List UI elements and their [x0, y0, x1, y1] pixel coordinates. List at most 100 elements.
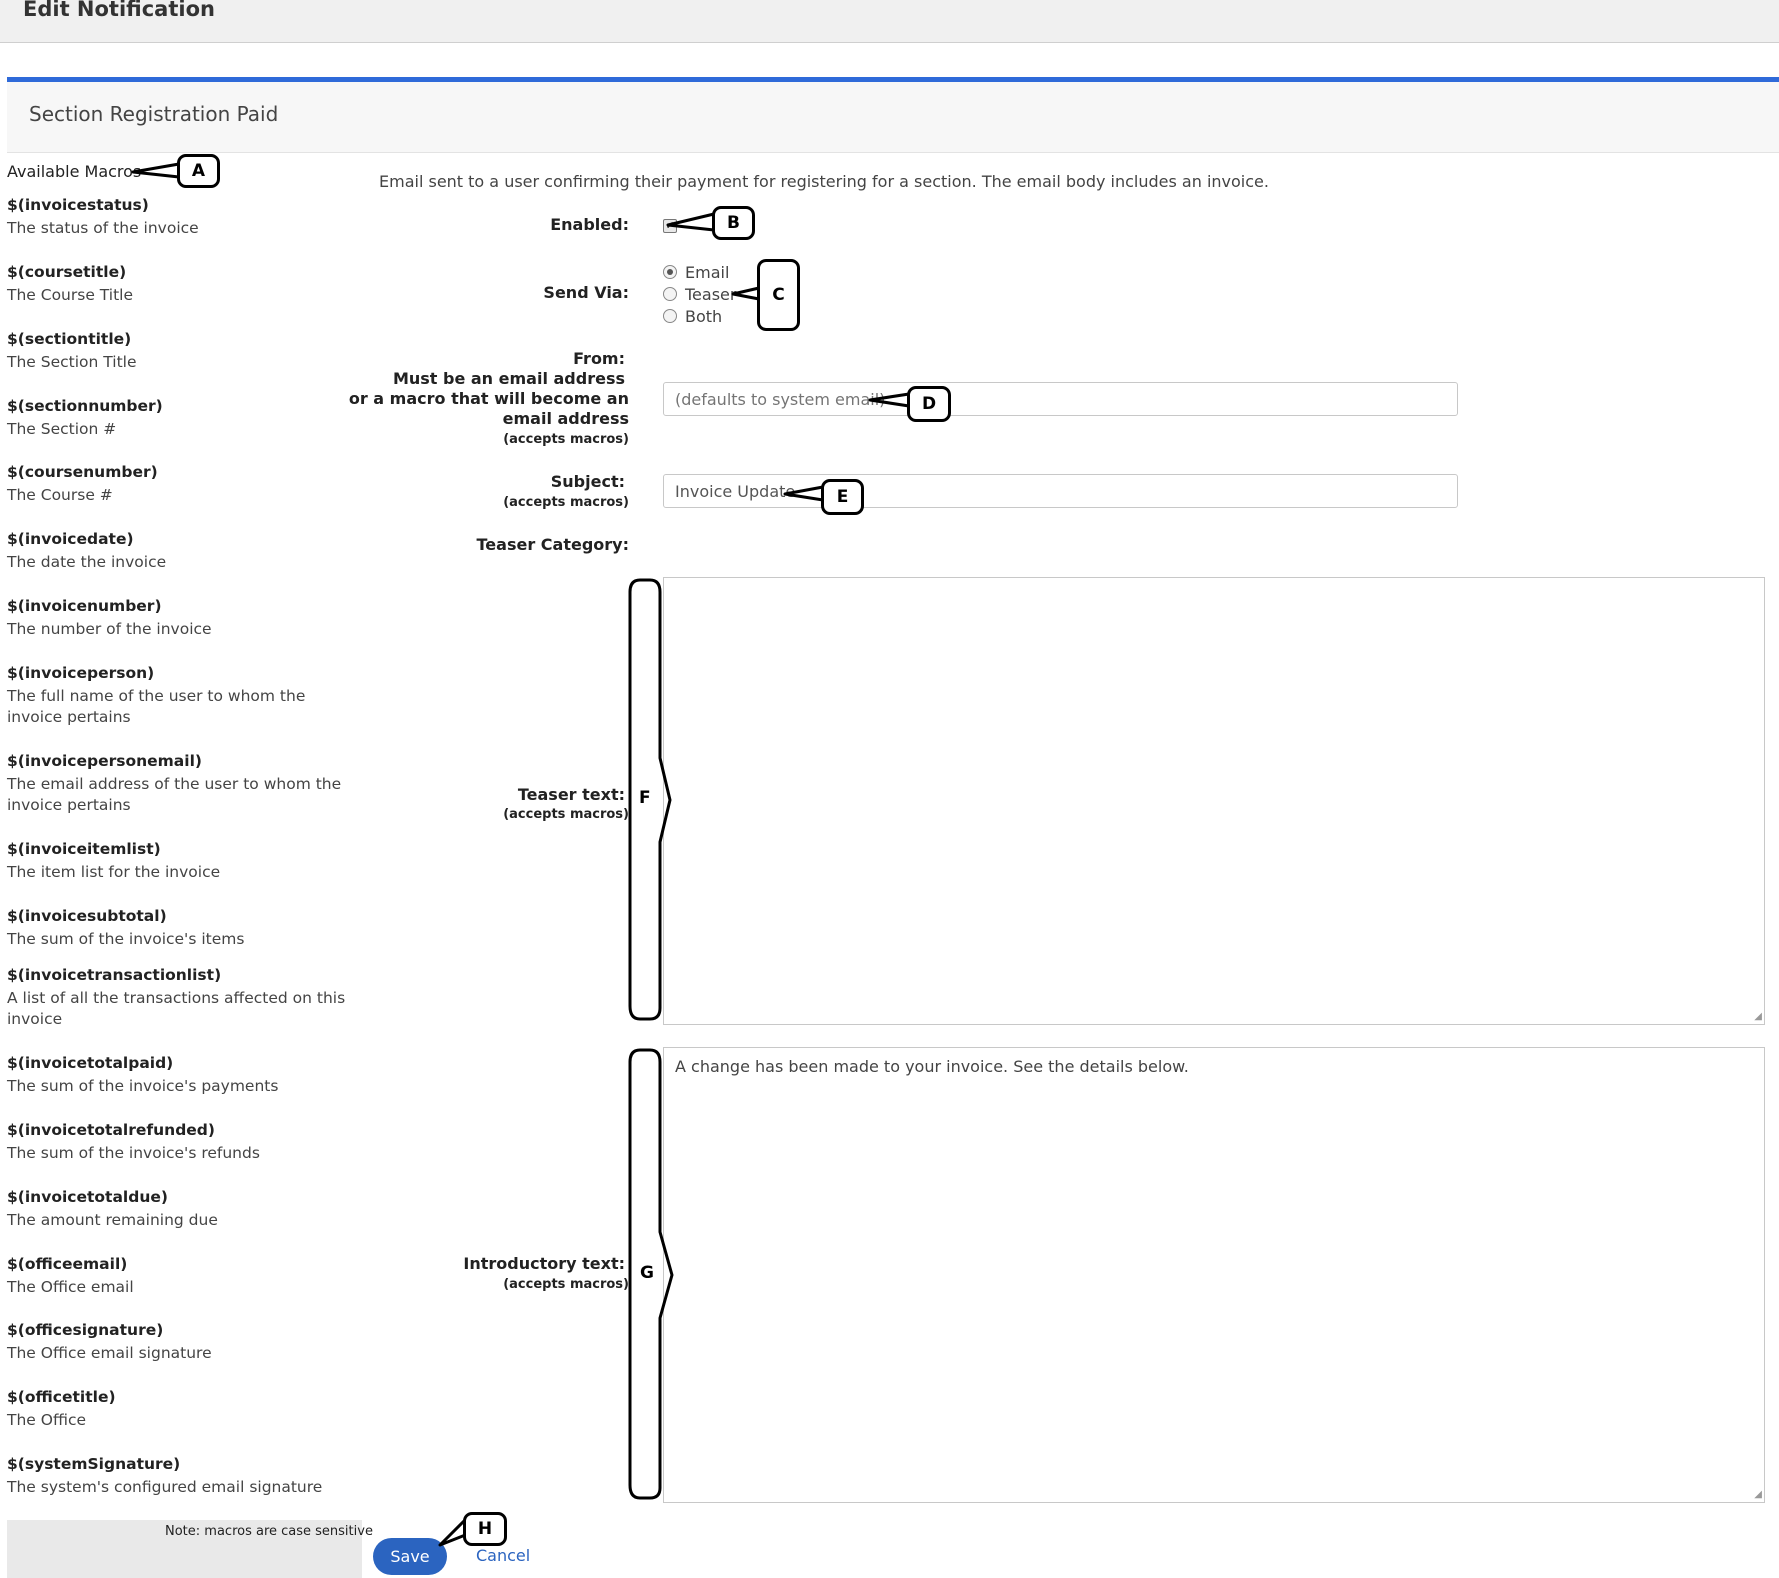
callout-g: G — [640, 1263, 654, 1283]
macro-name: $(invoicepersonemail) — [7, 752, 202, 770]
send-via-teaser-label: Teaser — [685, 284, 737, 304]
from-help-line: Must be an email address — [392, 369, 625, 388]
macros-note: Note: macros are case sensitive — [165, 1524, 373, 1539]
macro-name: $(invoicestatus) — [7, 196, 149, 214]
send-via-option-teaser[interactable]: Teaser — [663, 284, 736, 304]
macro-description: The Course Title — [7, 286, 134, 304]
from-help-line: email address — [502, 409, 629, 428]
macro-name: $(invoicetotalpaid) — [7, 1054, 174, 1072]
intro-text-area[interactable]: A change has been made to your invoice. … — [663, 1047, 1765, 1503]
macro-item: $(invoicetotalpaid) The sum of the invoi… — [7, 1053, 352, 1097]
macro-description: The Section Title — [7, 353, 137, 371]
macro-item: $(invoicedate) The date the invoice — [7, 529, 352, 573]
subject-label: Subject: — [550, 472, 625, 491]
macro-description: The Course # — [7, 486, 113, 504]
page-title: Edit Notification — [23, 0, 215, 21]
callout-h: H — [463, 1512, 507, 1546]
intro-text-label: Introductory text: — [463, 1254, 625, 1273]
enabled-checkbox[interactable]: ✓ — [663, 219, 677, 233]
send-via-option-email[interactable]: Email — [663, 262, 729, 282]
accepts-macros-note: (accepts macros) — [503, 807, 629, 822]
macro-name: $(invoicetotaldue) — [7, 1188, 168, 1206]
radio-button[interactable] — [663, 265, 677, 279]
send-via-both-label: Both — [685, 306, 723, 326]
macro-description: A list of all the transactions affected … — [7, 989, 346, 1028]
intro-text-value: A change has been made to your invoice. … — [675, 1057, 1189, 1076]
macro-name: $(invoiceperson) — [7, 664, 155, 682]
callout-d: D — [907, 386, 951, 422]
macro-description: The system's configured email signature — [7, 1478, 323, 1496]
macro-name: $(officeemail) — [7, 1255, 128, 1273]
macro-item: $(coursetitle) The Course Title — [7, 262, 352, 306]
macro-description: The sum of the invoice's payments — [7, 1077, 279, 1095]
macro-description: The sum of the invoice's items — [7, 930, 245, 948]
notification-description: Email sent to a user confirming their pa… — [379, 172, 1269, 191]
accepts-macros-note: (accepts macros) — [503, 432, 629, 447]
callout-a: A — [177, 154, 220, 188]
callout-c: C — [757, 259, 800, 331]
macro-description: The Office email signature — [7, 1344, 212, 1362]
callout-b: B — [712, 206, 755, 240]
macro-description: The amount remaining due — [7, 1211, 218, 1229]
teaser-text-label: Teaser text: — [517, 785, 625, 804]
macro-name: $(invoicedate) — [7, 530, 134, 548]
macro-description: The date the invoice — [7, 553, 167, 571]
resize-handle-icon[interactable]: ◢ — [1754, 1011, 1762, 1022]
macro-item: $(invoicenumber) The number of the invoi… — [7, 596, 352, 640]
macro-description: The Office — [7, 1411, 86, 1429]
send-via-option-both[interactable]: Both — [663, 306, 722, 326]
macro-name: $(invoicesubtotal) — [7, 907, 167, 925]
macro-item: $(sectiontitle) The Section Title — [7, 329, 352, 373]
macro-item: $(officeemail) The Office email — [7, 1254, 352, 1298]
subject-input[interactable]: Invoice Update — [663, 474, 1458, 508]
macro-item: $(systemSignature) The system's configur… — [7, 1454, 352, 1498]
macro-name: $(systemSignature) — [7, 1455, 181, 1473]
available-macros-heading: Available Macros — [7, 162, 142, 181]
macro-item: $(invoicetotaldue) The amount remaining … — [7, 1187, 352, 1231]
panel-header — [7, 77, 1779, 153]
panel-title: Section Registration Paid — [29, 102, 279, 126]
from-label: From: — [573, 349, 625, 368]
macro-item: $(officetitle) The Office — [7, 1387, 352, 1431]
macro-item: $(invoicesubtotal) The sum of the invoic… — [7, 906, 352, 950]
macro-item: $(invoiceperson) The full name of the us… — [7, 663, 352, 728]
macro-item: $(coursenumber) The Course # — [7, 462, 352, 506]
macro-description: The status of the invoice — [7, 219, 199, 237]
macro-description: The email address of the user to whom th… — [7, 775, 342, 814]
macro-name: $(invoicenumber) — [7, 597, 162, 615]
macro-description: The sum of the invoice's refunds — [7, 1144, 260, 1162]
resize-handle-icon[interactable]: ◢ — [1754, 1489, 1762, 1500]
macro-item: $(invoicetransactionlist) A list of all … — [7, 965, 352, 1030]
callout-e: E — [821, 479, 864, 515]
from-help-line: or a macro that will become an — [348, 389, 629, 408]
macro-item: $(invoicetotalrefunded) The sum of the i… — [7, 1120, 352, 1164]
macro-name: $(invoiceitemlist) — [7, 840, 161, 858]
macro-item: $(invoicepersonemail) The email address … — [7, 751, 352, 816]
teaser-text-area[interactable]: ◢ — [663, 577, 1765, 1025]
macro-description: The Section # — [7, 420, 117, 438]
cancel-link[interactable]: Cancel — [476, 1546, 531, 1565]
macro-item: $(invoicestatus) The status of the invoi… — [7, 195, 352, 239]
macro-name: $(coursenumber) — [7, 463, 158, 481]
send-via-label: Send Via: — [543, 283, 629, 302]
radio-button[interactable] — [663, 309, 677, 323]
top-bar — [0, 0, 1779, 43]
macro-name: $(coursetitle) — [7, 263, 127, 281]
macro-description: The Office email — [7, 1278, 134, 1296]
enabled-label: Enabled: — [550, 215, 629, 234]
macro-name: $(sectionnumber) — [7, 397, 163, 415]
macro-item: $(officesignature) The Office email sign… — [7, 1320, 352, 1364]
macro-name: $(sectiontitle) — [7, 330, 132, 348]
save-button[interactable]: Save — [373, 1538, 447, 1575]
macro-description: The full name of the user to whom the in… — [7, 687, 306, 726]
accepts-macros-note: (accepts macros) — [503, 495, 629, 510]
accepts-macros-note: (accepts macros) — [503, 1277, 629, 1292]
teaser-category-label: Teaser Category: — [476, 535, 629, 554]
macro-name: $(invoicetransactionlist) — [7, 966, 222, 984]
macros-note-box — [7, 1520, 362, 1578]
radio-button[interactable] — [663, 287, 677, 301]
callout-c-pointer — [731, 286, 760, 301]
from-email-input[interactable] — [663, 382, 1458, 416]
send-via-email-label: Email — [685, 262, 730, 282]
callout-f: F — [639, 788, 651, 808]
